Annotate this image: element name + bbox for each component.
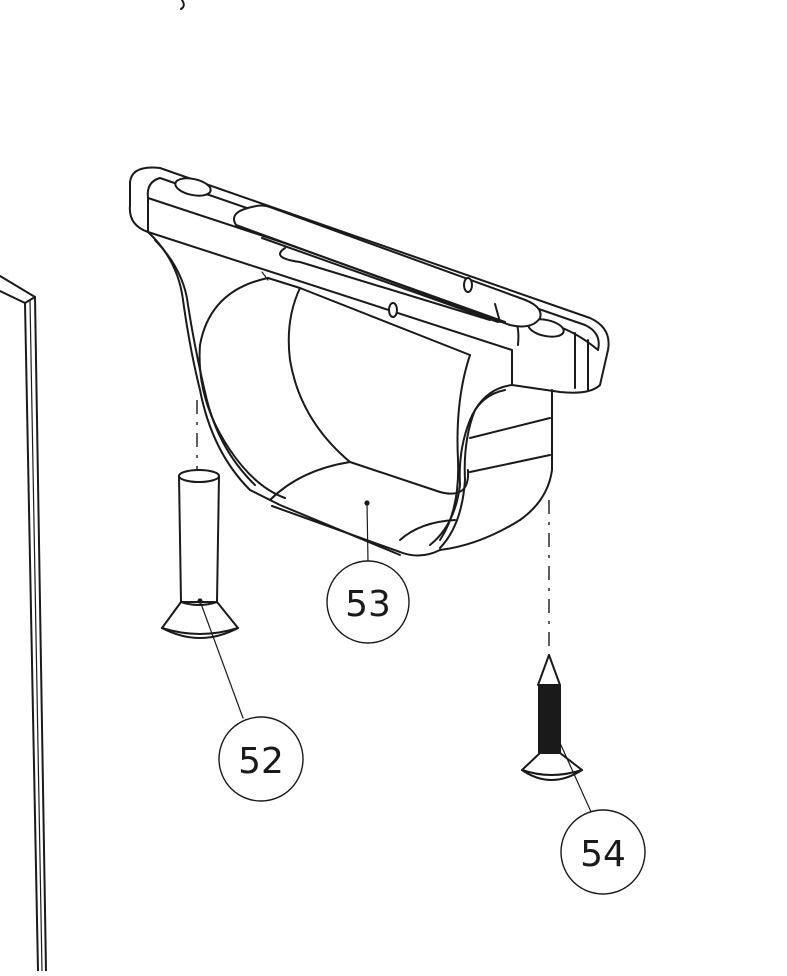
small-hole-1 <box>463 277 473 293</box>
pin-part-52 <box>161 400 239 639</box>
balloon-52-label: 52 <box>238 741 284 782</box>
side-panel <box>0 275 47 972</box>
balloon-54-label: 54 <box>580 834 626 875</box>
balloon-52: 52 <box>218 716 304 802</box>
screw-thread <box>538 685 561 753</box>
top-stroke <box>180 0 185 10</box>
screw-part-54 <box>521 500 583 781</box>
balloon-53: 53 <box>326 560 410 644</box>
leader-line-52 <box>199 600 244 719</box>
leader-line-54 <box>550 722 593 815</box>
bracket-part-53 <box>128 166 610 557</box>
balloon-54: 54 <box>560 809 646 895</box>
leader-line-53 <box>366 502 369 563</box>
center-slot <box>233 204 542 328</box>
mount-hole-left <box>174 177 212 197</box>
balloon-53-label: 53 <box>345 584 391 625</box>
small-hole-2 <box>388 302 398 318</box>
